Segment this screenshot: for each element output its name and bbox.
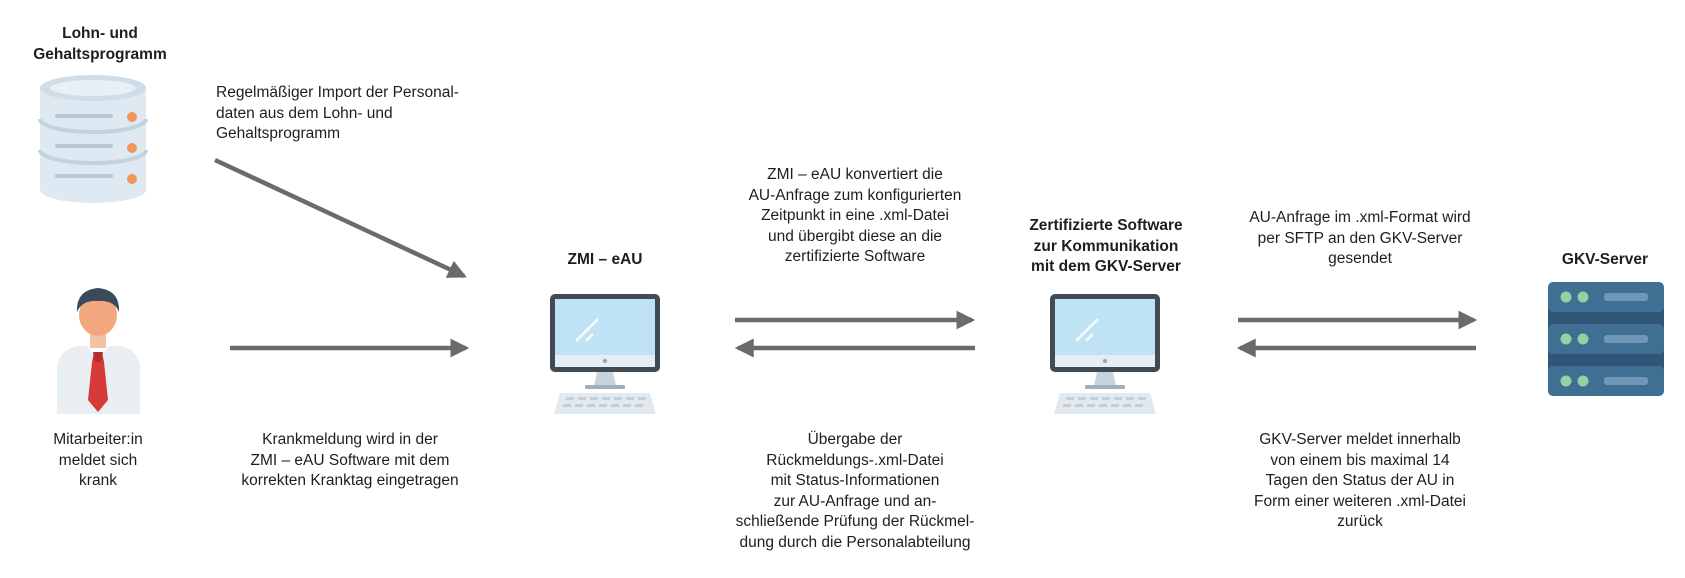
payroll-program-title: Lohn- und Gehaltsprogramm bbox=[10, 24, 190, 65]
text-line: AU-Anfrage zum konfigurierten bbox=[748, 186, 962, 204]
text-line: per SFTP an den GKV-Server bbox=[1257, 229, 1463, 247]
text-line: Mitarbeiter:in bbox=[53, 431, 143, 448]
gkv-server-title: GKV-Server bbox=[1561, 251, 1649, 268]
title-line: Zertifizierte Software bbox=[1029, 217, 1183, 234]
text-line: Form einer weiteren .xml-Datei bbox=[1254, 492, 1466, 510]
text-line: Tagen den Status der AU in bbox=[1265, 472, 1455, 489]
text-line: und übergibt diese an die bbox=[767, 227, 943, 245]
text-line: zur AU-Anfrage und an- bbox=[773, 492, 937, 510]
convert-description: ZMI – eAU konvertiert die AU-Anfrage zum… bbox=[700, 165, 1010, 268]
text-line: AU-Anfrage im .xml-Format wird bbox=[1249, 209, 1471, 226]
arrow-import bbox=[214, 157, 467, 279]
database-icon bbox=[38, 75, 148, 203]
text-line: ZMI – eAU konvertiert die bbox=[767, 166, 943, 183]
certified-software-title: Zertifizierte Software zur Kommunikation… bbox=[1000, 216, 1212, 278]
text-line: Rückmeldungs-.xml-Datei bbox=[766, 451, 944, 469]
zmi-eau-title: ZMI – eAU bbox=[567, 251, 643, 268]
text-line: zurück bbox=[1337, 513, 1383, 530]
text-line: meldet sich bbox=[58, 451, 138, 469]
return-file-description: Übergabe der Rückmeldungs-.xml-Datei mit… bbox=[690, 430, 1020, 553]
title-line: Gehaltsprogramm bbox=[33, 45, 167, 63]
employee-caption: Mitarbeiter:in meldet sich krank bbox=[18, 430, 178, 492]
employee-icon bbox=[57, 288, 140, 414]
text-line: Übergabe der bbox=[807, 431, 903, 448]
text-line: Zeitpunkt in eine .xml-Datei bbox=[761, 207, 949, 224]
gkv-response-description: GKV-Server meldet innerhalb von einem bi… bbox=[1215, 430, 1505, 533]
import-description: Regelmäßiger Import der Personal- daten … bbox=[216, 83, 486, 145]
text-line: Gehaltsprogramm bbox=[216, 125, 341, 142]
computer-icon bbox=[1050, 294, 1160, 414]
text-line: GKV-Server meldet innerhalb bbox=[1259, 431, 1461, 448]
server-rack-icon bbox=[1548, 282, 1664, 396]
text-line: gesendet bbox=[1328, 250, 1392, 267]
text-line: Regelmäßiger Import der Personal- bbox=[216, 84, 459, 101]
text-line: dung durch die Personalabteilung bbox=[739, 533, 971, 551]
text-line: schließende Prüfung der Rückmel- bbox=[735, 513, 975, 530]
text-line: krank bbox=[79, 472, 117, 489]
computer-icon bbox=[550, 294, 660, 414]
text-line: zertifizierte Software bbox=[784, 248, 926, 265]
title-line: Lohn- und bbox=[62, 25, 138, 42]
text-line: mit Status-Informationen bbox=[770, 472, 940, 489]
title-line: zur Kommunikation bbox=[1033, 237, 1179, 255]
text-line: daten aus dem Lohn- und bbox=[216, 104, 393, 122]
text-line: Krankmeldung wird in der bbox=[262, 431, 438, 448]
text-line: ZMI – eAU Software mit dem bbox=[250, 451, 450, 469]
sick-report-description: Krankmeldung wird in der ZMI – eAU Softw… bbox=[210, 430, 490, 492]
text-line: korrekten Kranktag eingetragen bbox=[241, 472, 459, 489]
text-line: von einem bis maximal 14 bbox=[1270, 451, 1450, 469]
title-line: mit dem GKV-Server bbox=[1031, 258, 1181, 275]
sftp-send-description: AU-Anfrage im .xml-Format wird per SFTP … bbox=[1215, 208, 1505, 270]
